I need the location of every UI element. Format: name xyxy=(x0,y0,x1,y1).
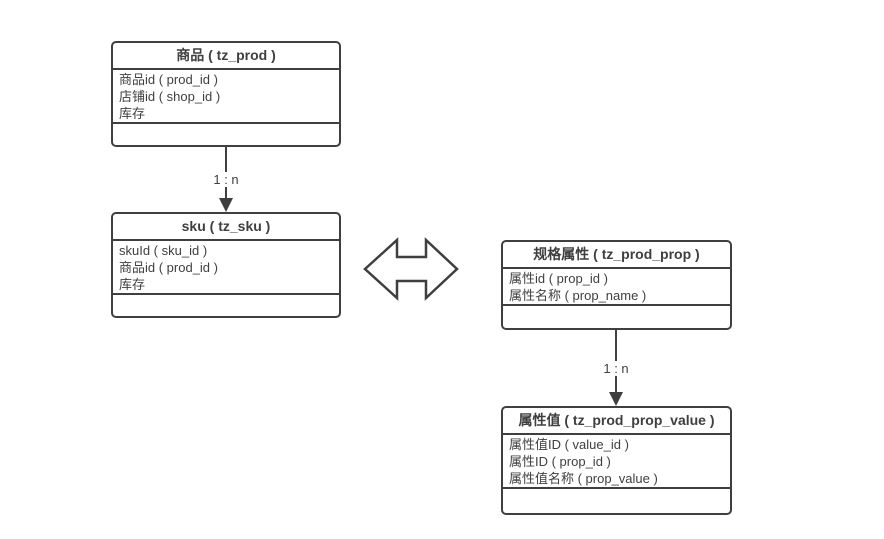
field-row: 店铺id ( shop_id ) xyxy=(119,89,221,104)
field-row: 属性ID ( prop_id ) xyxy=(509,454,611,469)
entity-table-sku: sku ( tz_sku ) skuId ( sku_id ) 商品id ( p… xyxy=(111,212,341,318)
entity-field-list: 属性值ID ( value_id ) 属性ID ( prop_id ) 属性值名… xyxy=(503,435,730,487)
arrowhead-down-icon xyxy=(609,392,623,406)
field-row: 库存 xyxy=(119,106,146,121)
field-row: 商品id ( prod_id ) xyxy=(119,260,218,275)
entity-field-list: 商品id ( prod_id ) 店铺id ( shop_id ) 库存 xyxy=(113,70,339,122)
entity-table-prod-prop: 规格属性 ( tz_prod_prop ) 属性id ( prop_id ) 属… xyxy=(501,240,732,330)
entity-footer xyxy=(503,304,730,328)
entity-title: 商品 ( tz_prod ) xyxy=(113,43,339,70)
entity-table-prod: 商品 ( tz_prod ) 商品id ( prod_id ) 店铺id ( s… xyxy=(111,41,341,147)
entity-footer xyxy=(113,293,339,316)
entity-title: 规格属性 ( tz_prod_prop ) xyxy=(503,242,730,269)
field-row: 库存 xyxy=(119,277,146,292)
field-row: 属性名称 ( prop_name ) xyxy=(509,288,647,303)
cardinality-label: 1 : n xyxy=(599,361,633,376)
arrowhead-down-icon xyxy=(219,198,233,212)
field-row: 商品id ( prod_id ) xyxy=(119,72,218,87)
entity-footer xyxy=(113,122,339,145)
entity-footer xyxy=(503,487,730,513)
field-row: 属性id ( prop_id ) xyxy=(509,271,608,286)
entity-title: sku ( tz_sku ) xyxy=(113,214,339,241)
double-arrow-icon xyxy=(363,237,459,301)
entity-field-list: 属性id ( prop_id ) 属性名称 ( prop_name ) xyxy=(503,269,730,304)
field-row: 属性值ID ( value_id ) xyxy=(509,437,629,452)
cardinality-label: 1 : n xyxy=(209,172,243,187)
field-row: 属性值名称 ( prop_value ) xyxy=(509,471,658,486)
entity-title: 属性值 ( tz_prod_prop_value ) xyxy=(503,408,730,435)
field-row: skuId ( sku_id ) xyxy=(119,243,208,258)
entity-table-prod-prop-value: 属性值 ( tz_prod_prop_value ) 属性值ID ( value… xyxy=(501,406,732,515)
entity-field-list: skuId ( sku_id ) 商品id ( prod_id ) 库存 xyxy=(113,241,339,293)
